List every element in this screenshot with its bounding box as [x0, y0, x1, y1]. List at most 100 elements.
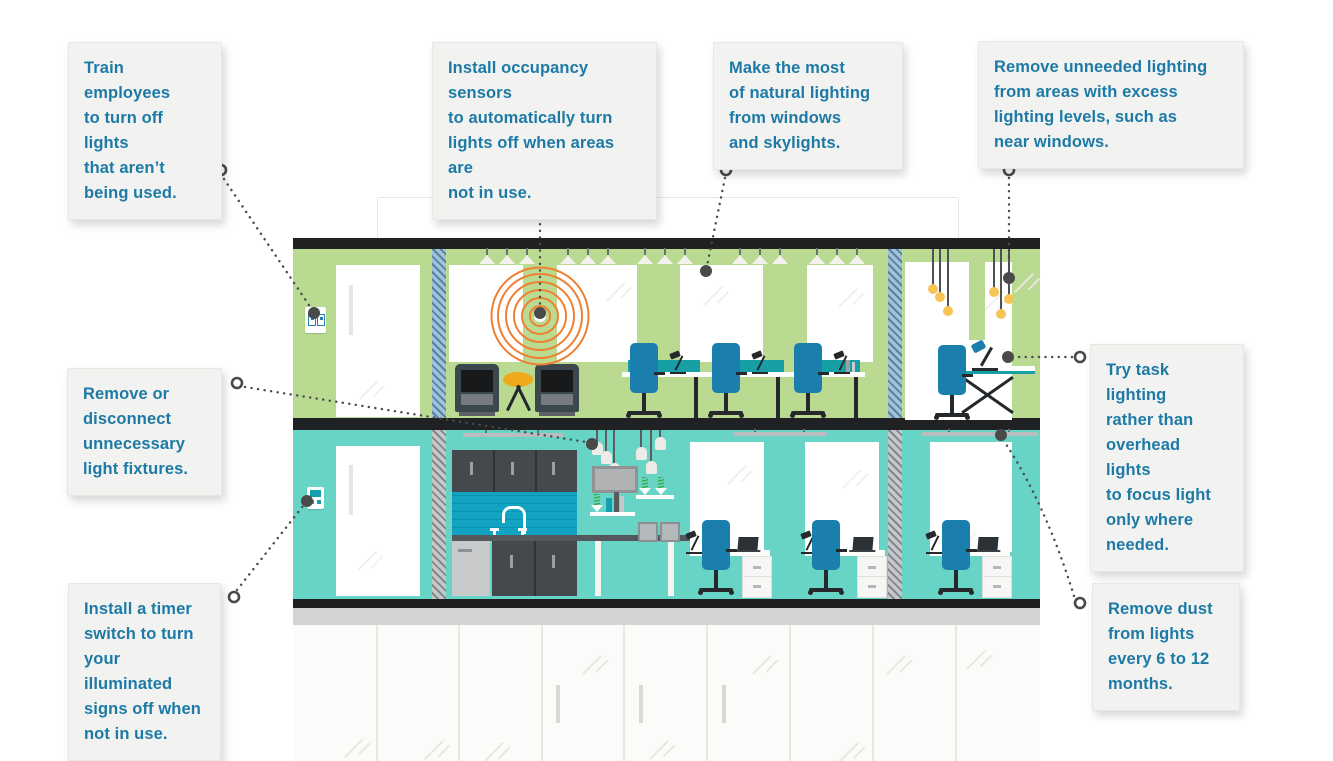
- door-handle: [639, 685, 643, 723]
- counter-top: [452, 535, 690, 541]
- pendant-light-icon: [600, 430, 612, 464]
- chair-arm: [962, 374, 973, 377]
- tip-remove-unneeded-lighting: Remove unneeded lighting from areas with…: [978, 41, 1244, 169]
- desk-lamp-icon: [670, 352, 686, 374]
- facade-divider: [706, 625, 708, 761]
- chair-back: [702, 520, 730, 570]
- shelf: [590, 512, 635, 516]
- plant-icon: [655, 477, 667, 495]
- connector-origin: [230, 376, 244, 390]
- desk-lamp-icon: [926, 532, 942, 554]
- chair-arm: [736, 372, 747, 375]
- strip-light-icon: [922, 429, 1038, 436]
- drawer-handle: [868, 566, 876, 569]
- connector-target: [586, 438, 598, 450]
- chair-post: [806, 393, 810, 411]
- ceiling-light-icon: [732, 248, 748, 264]
- chair-arm: [654, 372, 665, 375]
- ceiling-light-icon: [637, 248, 653, 264]
- timer-screen: [310, 490, 321, 497]
- drawer-handle: [993, 566, 1001, 569]
- shelf-item: [606, 498, 612, 512]
- chair-arm: [818, 372, 829, 375]
- desk-top: [805, 550, 885, 556]
- drawer-handle: [993, 585, 1001, 588]
- ceiling-light-icon: [772, 248, 788, 264]
- tip-train-employees: Train employees to turn off lights that …: [68, 42, 222, 220]
- chair-base: [938, 588, 974, 595]
- chair-back: [630, 343, 658, 393]
- connector-line: [1002, 439, 1076, 598]
- ground-slab: [293, 599, 1040, 608]
- chair-base: [626, 411, 662, 418]
- round-table-top: [503, 372, 533, 387]
- chair-arm: [966, 549, 977, 552]
- office-chair: [808, 520, 848, 595]
- upper-door-handle: [349, 285, 353, 335]
- shelf-item: [620, 496, 624, 512]
- desk-top: [930, 550, 1010, 556]
- connector-origin: [1073, 596, 1087, 610]
- cabinet-handle: [552, 462, 555, 475]
- connector-line: [235, 504, 305, 592]
- pendant-bulb-icon: [989, 249, 999, 297]
- chair-back: [712, 343, 740, 393]
- facade-divider: [458, 625, 460, 761]
- task-desk-edge: [947, 371, 1035, 374]
- desk-accessory: [852, 362, 855, 372]
- armchair-seat: [461, 394, 493, 405]
- desk-lamp-icon: [834, 352, 850, 374]
- upper-door: [336, 265, 420, 417]
- chair-post: [950, 395, 954, 413]
- column: [432, 430, 446, 599]
- facade-divider: [955, 625, 957, 761]
- connector-origin: [1073, 350, 1087, 364]
- ceiling-light-icon: [809, 248, 825, 264]
- strip-light-icon: [733, 429, 827, 436]
- office-chair: [934, 345, 974, 420]
- cabinet-gap: [535, 450, 537, 492]
- office-chair: [938, 520, 978, 595]
- shelf: [636, 495, 674, 499]
- cabinet-handle: [510, 555, 513, 568]
- table-leg: [595, 541, 601, 596]
- lower-cabinets: [492, 541, 577, 596]
- column: [888, 249, 902, 418]
- desk-accessory: [846, 360, 850, 372]
- connector-target: [1003, 272, 1015, 284]
- chair-back: [942, 520, 970, 570]
- pendant-light-icon: [635, 430, 647, 460]
- ceiling-light-icon: [657, 248, 673, 264]
- chair-post: [724, 393, 728, 411]
- connector-target: [301, 495, 313, 507]
- window-mullion: [969, 262, 985, 340]
- shelf-item: [614, 492, 619, 512]
- drawer-unit: [742, 556, 772, 598]
- office-chair: [626, 343, 666, 418]
- chair-back: [938, 345, 966, 395]
- chair-base: [698, 588, 734, 595]
- office-chair: [708, 343, 748, 418]
- tip-occupancy-sensors: Install occupancy sensors to automatical…: [432, 42, 657, 220]
- desk-leg: [854, 377, 858, 418]
- tip-remove-fixtures: Remove or disconnect unnecessary light f…: [67, 368, 222, 496]
- strip-light-icon: [463, 430, 563, 437]
- connector-target: [1002, 351, 1014, 363]
- tip-timer-switch: Install a timer switch to turn your illu…: [68, 583, 221, 761]
- ceiling-light-icon: [752, 248, 768, 264]
- ground-band: [293, 608, 1040, 625]
- pendant-bulb-icon: [996, 249, 1006, 319]
- ceiling-light-icon: [600, 248, 616, 264]
- facade-divider: [872, 625, 874, 761]
- connector-target: [995, 429, 1007, 441]
- cabinet-handle: [552, 555, 555, 568]
- door-handle: [722, 685, 726, 723]
- facade-divider: [541, 625, 543, 761]
- plant-icon: [591, 494, 603, 512]
- pendant-bulb-icon: [928, 249, 938, 294]
- desk-leg: [776, 377, 780, 418]
- connector-target: [308, 307, 320, 319]
- armchair-back: [541, 370, 573, 392]
- chair-arm: [726, 549, 737, 552]
